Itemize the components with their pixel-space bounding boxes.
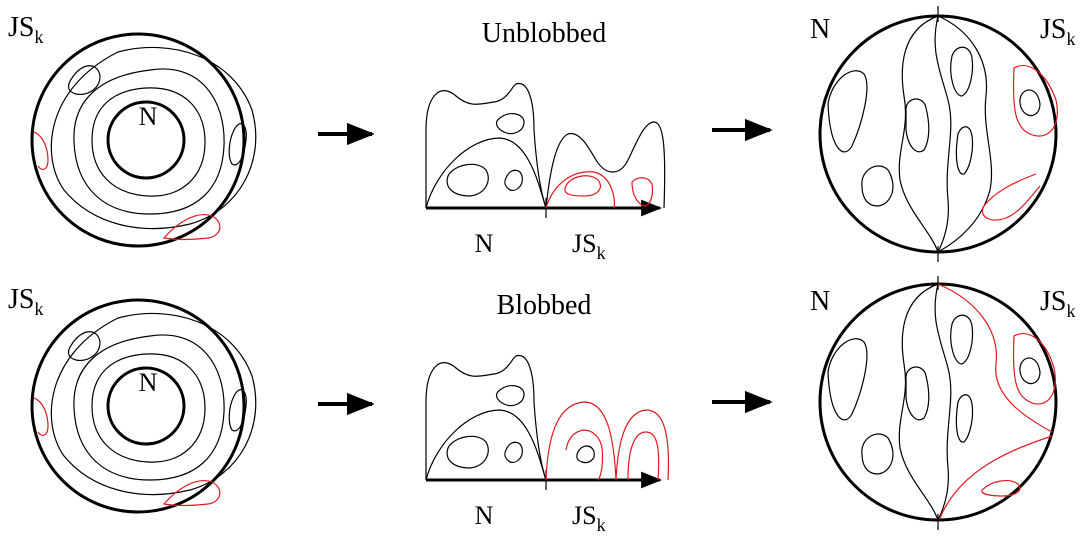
loop-r4 [955,126,974,175]
center-circle [106,366,186,446]
loop-r6 [1019,357,1041,385]
base-right-label: JSk [572,229,606,263]
loop-r5 [950,314,974,365]
leaf-mid [934,283,952,521]
leaf-left-edge [898,15,939,253]
loop-m2 [446,163,489,197]
contour-2 [73,334,225,481]
loop-r2 [861,433,894,475]
red-loop-r2 [981,173,1041,221]
contour-1 [91,353,206,463]
right-disk-right-label: JSk [1040,286,1075,321]
red-leaf-edge [937,283,1053,433]
contour-2 [73,68,225,215]
left-disk-bottom [30,298,257,514]
red-loop-r1 [1012,332,1056,405]
left-disk-corner-label: JSk [8,284,43,319]
loop-r3 [905,98,930,153]
loop-r5 [950,46,974,97]
loop-r6 [1019,89,1041,117]
red-edge-loop [33,397,49,436]
left-hump-arc [425,137,547,209]
center-label: N [139,102,158,131]
left-disk-top [30,32,257,248]
row-title: Unblobbed [482,18,606,49]
right-disk-right-label: JSk [1040,14,1075,49]
loop-m3 [504,441,523,463]
left-hump-outline [425,355,547,481]
loop-r1 [827,338,868,421]
red-hump-1 [545,401,617,481]
right-disk-bottom [818,276,1058,530]
small-loop-b [228,389,247,432]
leaf-left-edge [898,283,939,521]
right-disk-top [818,6,1058,262]
small-loop-b [228,123,247,166]
red-loop-r2 [981,480,1021,497]
loop-r4 [955,394,974,443]
red-loop-r1 [1012,64,1058,137]
disk-boundary [30,32,246,248]
loop-m1 [495,113,525,135]
center-circle [106,100,186,180]
row-title: Blobbed [497,290,592,321]
disk-boundary [818,282,1058,522]
left-hump-outline [425,83,547,209]
left-disk-corner-label: JSk [8,12,43,47]
red-edge-loop [33,131,49,170]
disk-boundary [818,14,1058,254]
red-leaf-edge-2 [939,435,1053,519]
base-left-label: N [475,501,494,530]
row-blobbed: JSk N Blobbed N JSk [8,276,1075,535]
loop-m4 [576,445,595,464]
right-disk-left-label: N [810,286,830,317]
contour-3 [50,46,257,230]
contour-3 [50,312,257,496]
red-arc-inner-2 [627,431,660,481]
red-arc-right [545,171,616,209]
middle-profile-bottom [425,355,670,490]
loop-r1 [827,70,868,153]
red-arc-inner-1 [565,429,604,481]
small-loop-a [67,331,101,361]
red-loop-m [564,175,601,197]
row-unblobbed: JSk N Unblobbed N JSk [8,6,1075,263]
small-loop-a [67,65,101,95]
leaf-right-edge [937,15,993,253]
disk-boundary [30,298,246,514]
right-disk-left-label: N [810,14,830,45]
leaf-mid [934,15,952,253]
red-hump-2 [615,409,670,481]
center-label: N [139,368,158,397]
right-profile-outline [545,121,666,209]
loop-r2 [861,165,894,207]
loop-r3 [905,366,930,421]
red-loop-bottom [162,214,221,241]
middle-profile-top [425,83,666,218]
red-loop-bottom [162,480,221,507]
base-right-label: JSk [572,501,606,535]
loop-m3 [504,169,523,191]
loop-m2 [446,435,489,469]
red-loop-m2 [631,177,654,207]
contour-1 [91,87,206,197]
loop-m1 [495,385,525,407]
base-left-label: N [475,229,494,258]
left-hump-arc [425,409,547,481]
